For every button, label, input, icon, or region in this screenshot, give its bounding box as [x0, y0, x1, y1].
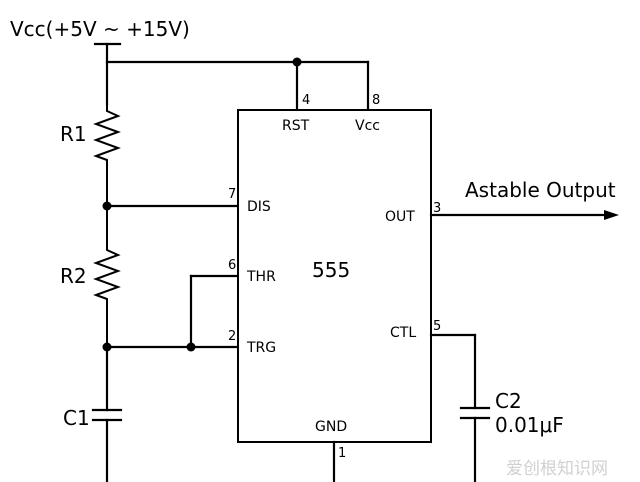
pin-out-label: OUT — [385, 209, 415, 225]
pin-rst-label: RST — [282, 118, 310, 134]
supply-rail — [93, 42, 370, 112]
c1-label: C1 — [63, 406, 90, 430]
output-label: Astable Output — [465, 178, 616, 202]
dis-wire — [102, 201, 240, 211]
pin-out-number: 3 — [433, 201, 441, 216]
resistor-r2 — [93, 206, 121, 347]
pin-ctl-label: CTL — [390, 325, 416, 341]
pin-vcc-number: 8 — [372, 93, 380, 108]
c2-label: C2 — [495, 389, 522, 413]
pin-rst-number: 4 — [302, 93, 310, 108]
capacitor-c1 — [91, 345, 123, 482]
pin-vcc-label: Vcc — [355, 118, 380, 134]
pin-ctl-number: 5 — [433, 319, 441, 334]
pin-gnd-label: GND — [315, 419, 347, 435]
thr-trg-wire — [102, 274, 240, 352]
output-wire — [429, 210, 619, 220]
pin-dis-number: 7 — [228, 187, 236, 202]
r1-label: R1 — [60, 122, 87, 146]
c2-value: 0.01μF — [495, 413, 564, 437]
arrow-right-icon — [604, 210, 619, 220]
resistor-r1 — [93, 104, 121, 206]
pin-thr-label: THR — [246, 269, 276, 285]
watermark-text: 爱创根知识网 — [506, 459, 608, 479]
r2-label: R2 — [60, 264, 87, 288]
capacitor-c2 — [429, 333, 491, 482]
pin-thr-number: 6 — [228, 258, 236, 273]
pin-trg-label: TRG — [246, 340, 276, 356]
pin-dis-label: DIS — [247, 199, 271, 215]
chip-555 — [237, 109, 432, 443]
chip-name: 555 — [312, 258, 350, 282]
supply-label: Vcc(+5V ~ +15V) — [10, 17, 190, 41]
pin-gnd-number: 1 — [338, 446, 346, 461]
pin-trg-number: 2 — [228, 329, 236, 344]
